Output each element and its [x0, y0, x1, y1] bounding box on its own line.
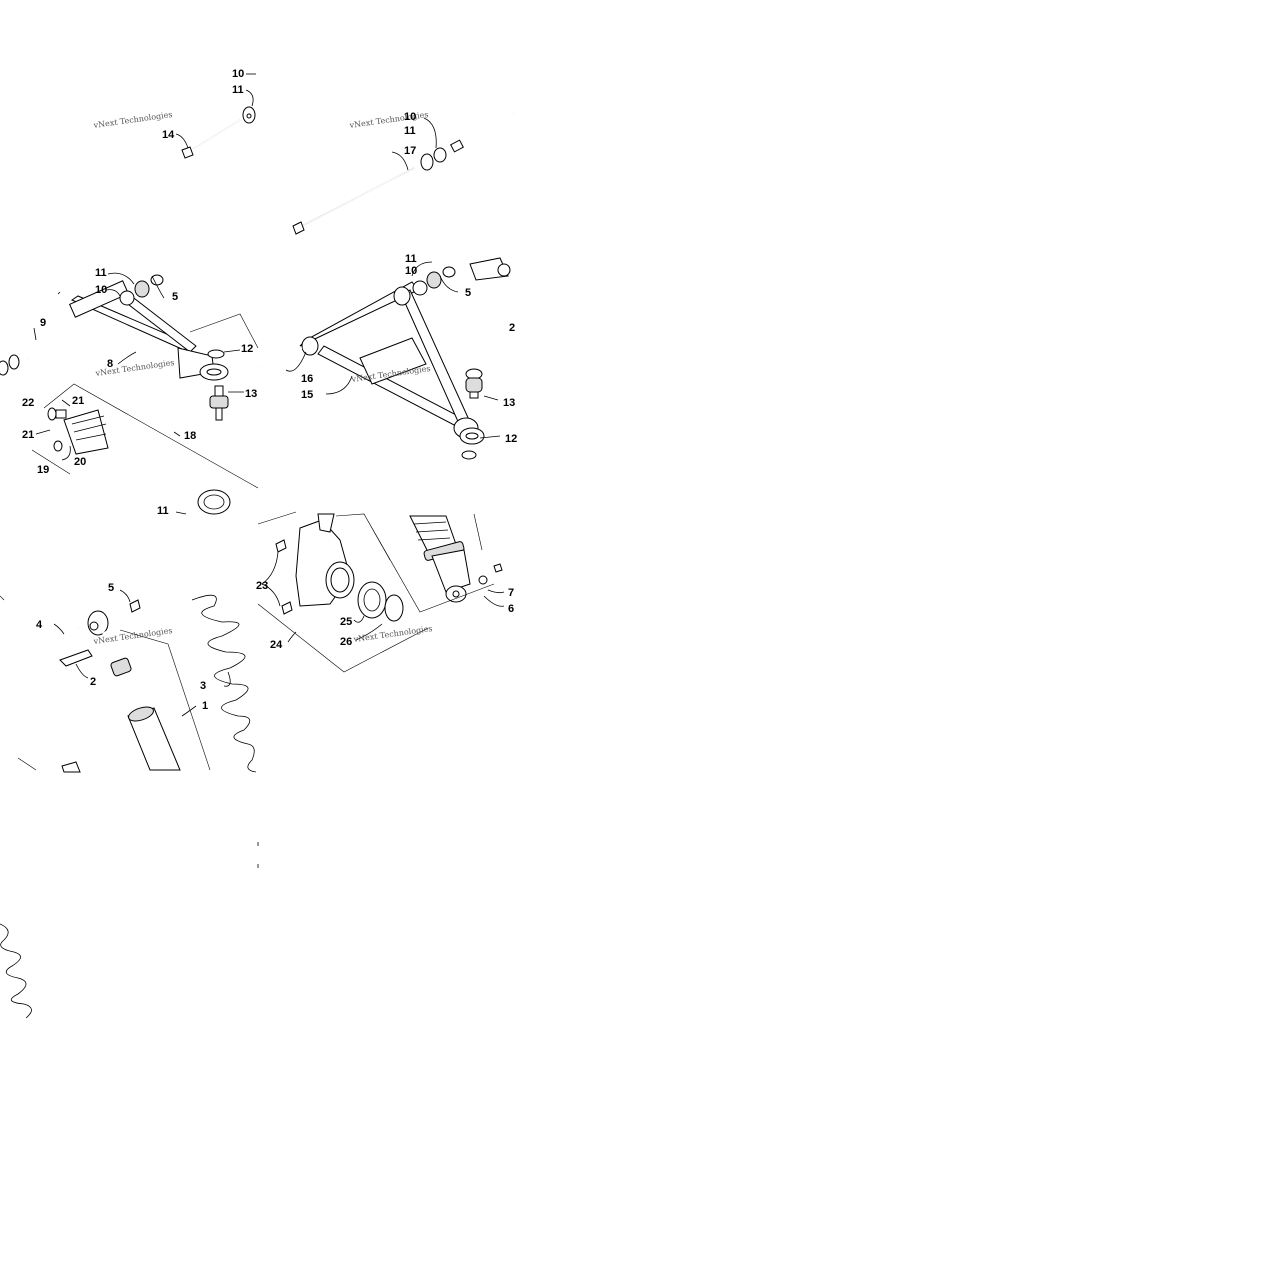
panel-knuckle-bearing: vNext Technologies 23 25 26 24 7 6 [256, 511, 514, 673]
callout-17: 17 [404, 145, 416, 157]
callout-5: 5 [465, 287, 471, 299]
callout-9: 9 [40, 317, 46, 329]
callout-11: 11 [157, 505, 169, 517]
callout-19: 19 [37, 464, 49, 476]
watermark-text: vNext Technologies [348, 110, 429, 130]
callout-5: 5 [172, 291, 178, 303]
callout-25: 25 [340, 616, 352, 628]
callout-11: 11 [405, 253, 417, 265]
watermark-text: vNext Technologies [352, 624, 433, 644]
callout-21: 21 [22, 429, 34, 441]
callout-11: 11 [232, 84, 244, 96]
callout-24: 24 [270, 639, 283, 651]
callout-10: 10 [404, 111, 416, 123]
callout-21: 21 [72, 395, 84, 407]
panel-bolt-14: vNext Technologies 10 11 14 [92, 68, 256, 159]
callout-1: 1 [202, 700, 208, 712]
callout-10: 10 [405, 265, 417, 277]
callout-16: 16 [301, 373, 313, 385]
callout-10: 10 [95, 284, 107, 296]
callout-11: 11 [95, 267, 107, 279]
callout-4: 4 [36, 619, 43, 631]
callout-15: 15 [301, 389, 313, 401]
panel-upper-arm-and-axle: vNext Technologies 11 10 5 9 8 12 13 22 … [0, 267, 259, 517]
spring-fragment [0, 842, 259, 1019]
callout-7: 7 [508, 587, 514, 599]
callout-2: 2 [509, 322, 515, 334]
callout-11: 11 [404, 125, 416, 137]
callout-8: 8 [107, 358, 113, 370]
callout-18: 18 [184, 430, 196, 442]
panel-lower-arm: vNext Technologies 10 11 5 2 16 15 13 12 [257, 253, 517, 460]
callout-2: 2 [90, 676, 96, 688]
callout-13: 13 [503, 397, 515, 409]
callout-12: 12 [241, 343, 253, 355]
callout-5: 5 [108, 582, 114, 594]
callout-23: 23 [256, 580, 268, 592]
watermark-text: vNext Technologies [92, 110, 173, 130]
panel-shock-spring: vNext Technologies 5 4 2 3 1 [0, 582, 257, 773]
panel-bolt-17: vNext Technologies 10 11 17 [292, 110, 516, 235]
callout-20: 20 [74, 456, 86, 468]
callout-22: 22 [22, 397, 34, 409]
callout-12: 12 [505, 433, 517, 445]
callout-13: 13 [245, 388, 257, 400]
callout-26: 26 [340, 636, 352, 648]
callout-10: 10 [232, 68, 244, 80]
callout-3: 3 [200, 680, 206, 692]
callout-6: 6 [508, 603, 514, 615]
callout-14: 14 [162, 129, 175, 141]
